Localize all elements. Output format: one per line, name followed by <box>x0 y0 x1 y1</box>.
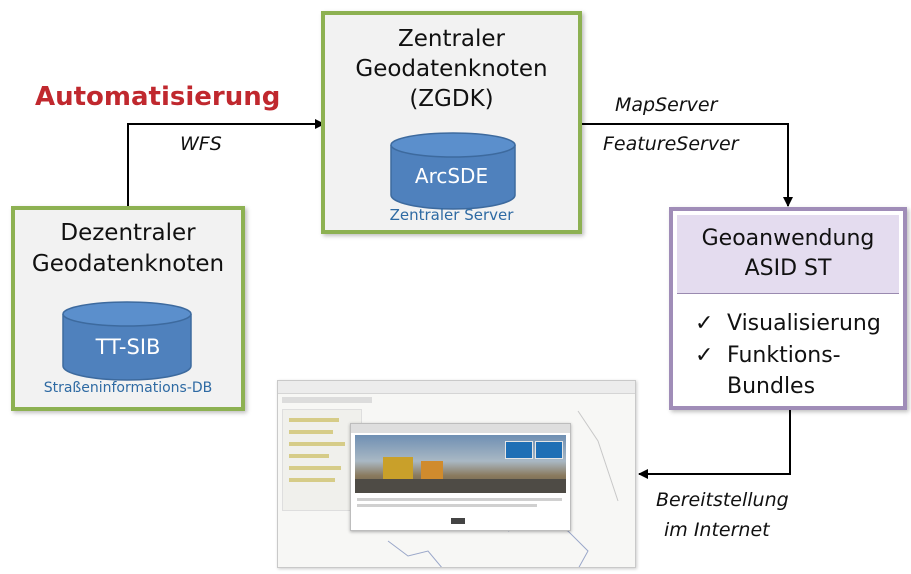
check-icon: ✓ <box>695 311 714 336</box>
geo-application-box: Geoanwendung ASID ST ✓ Visualisierung ✓ Fu… <box>669 207 907 410</box>
provision-label-line2: im Internet <box>664 519 770 541</box>
arcsde-database-icon <box>390 132 516 210</box>
arrow-central-to-geoapp <box>581 123 793 207</box>
geo-application-header: Geoanwendung ASID ST <box>677 215 899 294</box>
mapserver-label: MapServer <box>615 94 718 116</box>
central-node-title-line3: (ZGDK) <box>409 86 494 112</box>
funktions-label: Funktions- <box>727 343 841 368</box>
screenshot-modal-photo <box>355 435 566 493</box>
central-node-box: Zentraler Geodatenknoten (ZGDK) ArcSDE Z… <box>321 11 582 234</box>
screenshot-titlebar <box>278 381 635 394</box>
visualisierung-label: Visualisierung <box>727 311 881 336</box>
central-node-title-line1: Zentraler <box>397 26 506 52</box>
screenshot-modal-button <box>451 518 465 524</box>
visualisierung-item: ✓ Visualisierung <box>695 311 881 337</box>
arrow-decentral-to-central <box>127 119 325 207</box>
wfs-label: WFS <box>180 133 222 155</box>
decentral-node-title-line1: Dezentraler <box>60 220 196 246</box>
funktions-bundles-item: ✓ Funktions- <box>695 343 841 369</box>
automation-label: Automatisierung <box>35 82 281 112</box>
screenshot-sidebar <box>282 409 362 511</box>
provision-label-line1: Bereitstellung <box>656 489 789 511</box>
geo-application-title-line1: Geoanwendung <box>701 226 875 251</box>
arrow-geoapp-to-internet <box>638 410 791 479</box>
check-icon: ✓ <box>695 343 714 368</box>
web-application-screenshot <box>277 380 636 568</box>
geo-application-title-line2: ASID ST <box>744 256 832 281</box>
tt-sib-label: TT-SIB <box>95 335 161 359</box>
road-info-db-caption: Straßeninformations-DB <box>43 380 213 396</box>
decentral-node-title-line2: Geodatenknoten <box>31 251 225 277</box>
bundles-label: Bundles <box>727 374 816 399</box>
screenshot-toolbar <box>282 397 372 403</box>
arcsde-label: ArcSDE <box>414 164 489 188</box>
screenshot-modal-header <box>351 424 570 433</box>
decentral-node-box: Dezentraler Geodatenknoten TT-SIB Straße… <box>11 206 245 411</box>
featureserver-label: FeatureServer <box>603 133 739 155</box>
central-node-title-line2: Geodatenknoten <box>355 56 548 82</box>
screenshot-modal <box>350 423 571 531</box>
bundles-line: Bundles <box>727 374 815 400</box>
tt-sib-database-icon <box>62 301 192 381</box>
central-server-caption: Zentraler Server <box>389 206 514 224</box>
